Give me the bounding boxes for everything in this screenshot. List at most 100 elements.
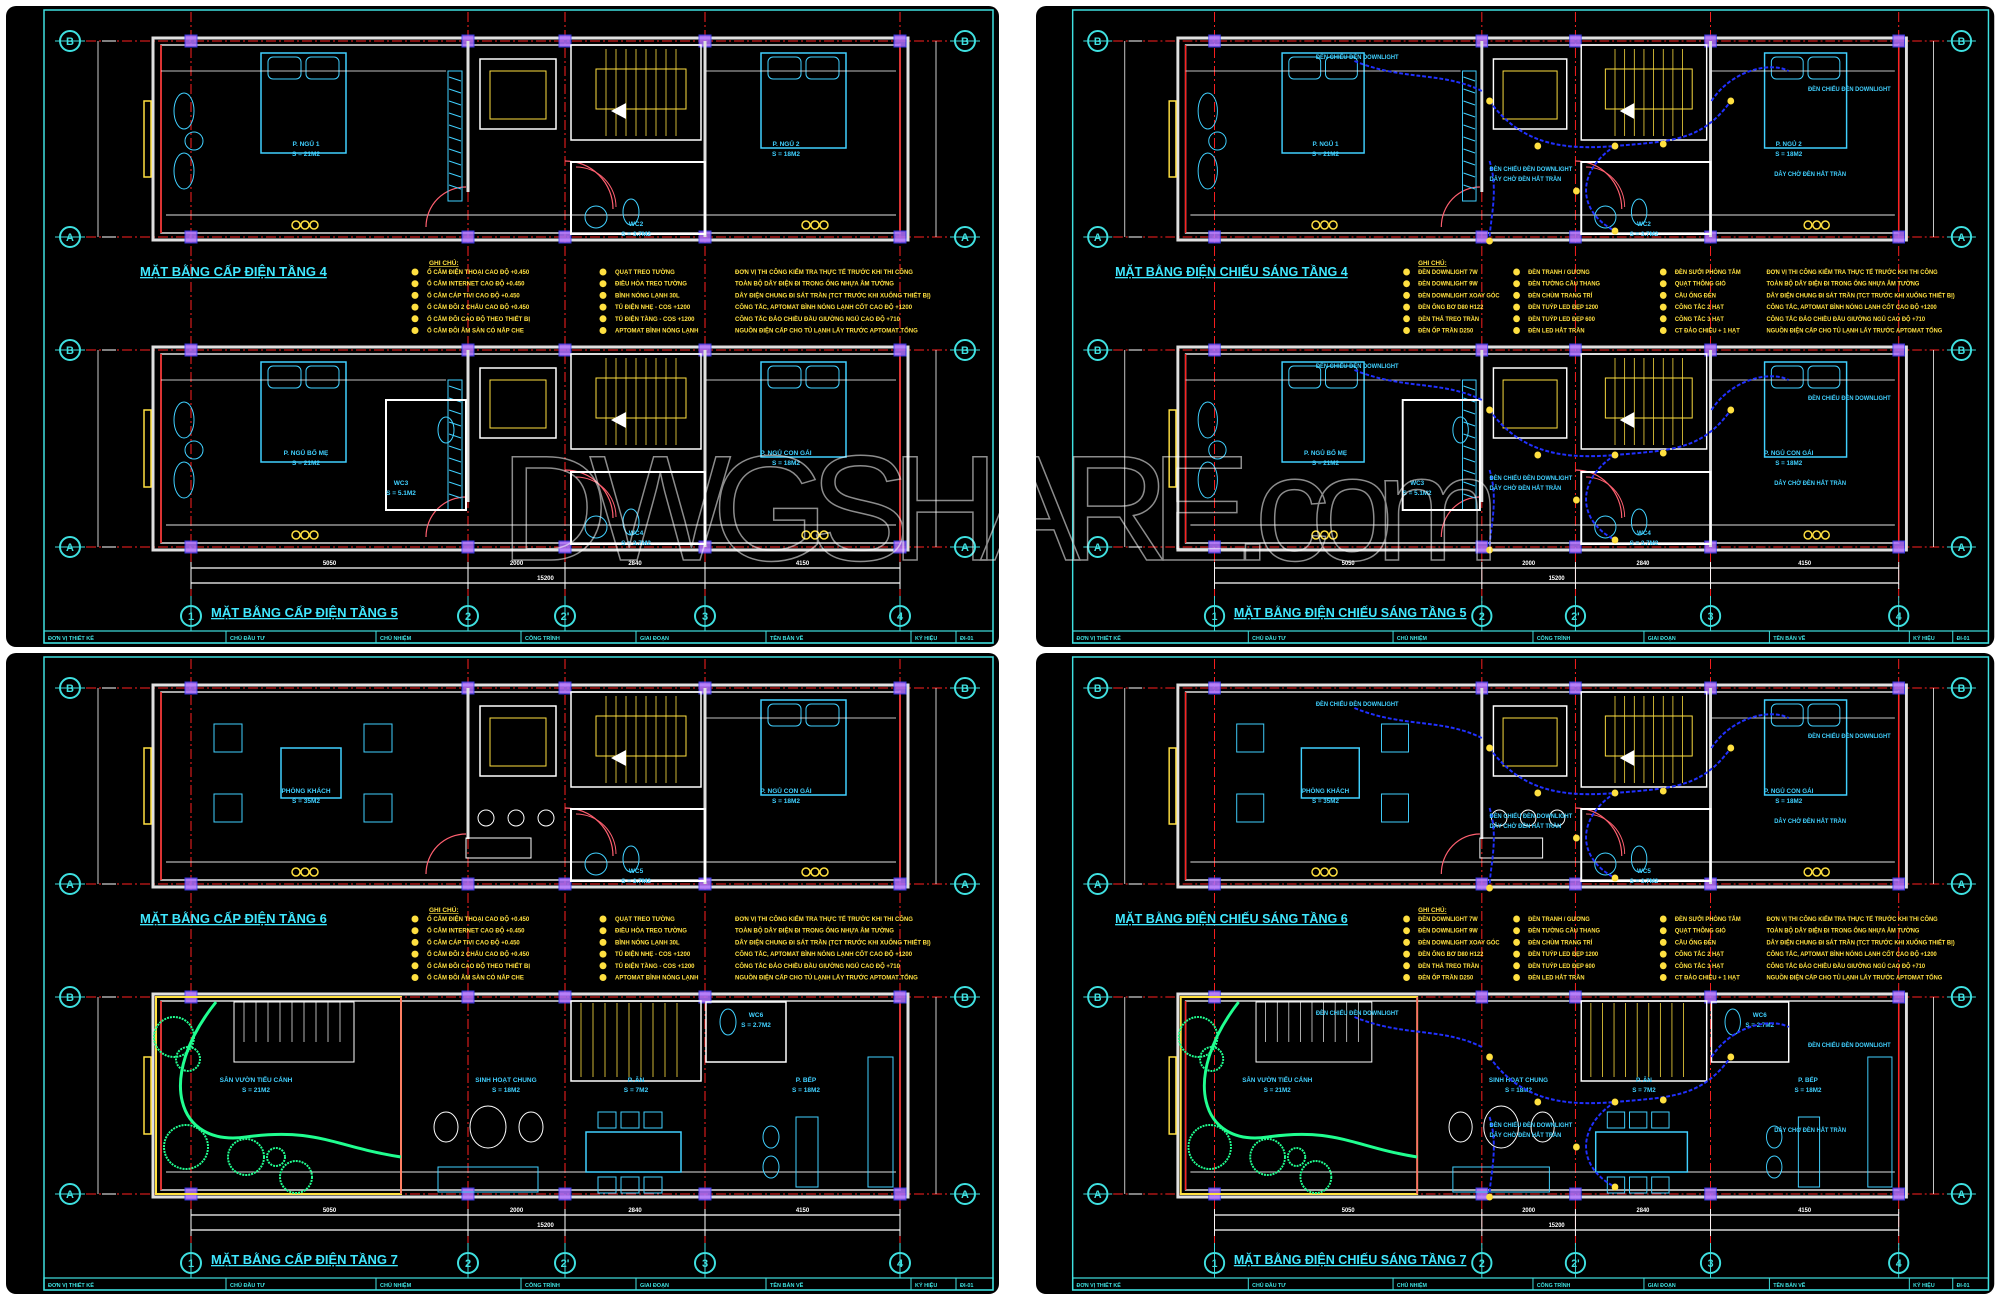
plant — [279, 1160, 313, 1194]
grid-bubble-label: B — [961, 345, 969, 357]
grid-bubble-label: A — [1958, 1189, 1966, 1201]
structural-column — [1892, 990, 1905, 1004]
legend-item: ĐÈN ỐP TRẦN D250 — [1418, 326, 1474, 334]
device-legend-icon — [599, 280, 607, 288]
socket-symbol-icon — [810, 530, 820, 540]
grid-bubble-label: 2 — [1479, 1258, 1485, 1270]
wiring-note: ĐÈN CHIẾU ĐÈN DOWNLIGHT — [1808, 85, 1891, 93]
title-block-cell: ĐI-01 — [960, 1283, 973, 1289]
structural-column — [184, 877, 198, 891]
stair-landing — [595, 377, 687, 419]
legend-item: ĐÈN TRANH / GƯƠNG — [1528, 915, 1590, 923]
dining-chair — [1606, 1176, 1626, 1194]
armchair — [173, 401, 195, 439]
window — [1168, 100, 1177, 178]
legend-item: ĐIỀU HÒA TREO TƯỜNG — [615, 280, 687, 288]
wiring-note: ĐÈN CHIẾU ĐÈN DOWNLIGHT — [1808, 1041, 1891, 1049]
round-stool — [1490, 809, 1508, 827]
legend-item: ĐÈN DOWNLIGHT 7W — [1418, 915, 1478, 923]
washbasin — [1594, 852, 1617, 876]
legend-item: Ổ CẮM CÁP TIVI CAO ĐỘ +0.450 — [427, 291, 520, 299]
legend-item: ĐÈN DOWNLIGHT 9W — [1418, 280, 1478, 288]
downlight-icon — [1611, 142, 1619, 150]
downlight-icon — [1486, 406, 1493, 414]
wardrobe-hanger — [448, 481, 462, 487]
legend-note: CÔNG TẮC, APTOMAT BÌNH NÓNG LẠNH CỐT CAO… — [735, 950, 913, 958]
legend-item: TỦ ĐIỆN TẦNG - COS +1200 — [615, 315, 695, 323]
legend-item: CẦU ỐNG ĐÈN — [1675, 938, 1716, 946]
downlight-icon — [1611, 227, 1619, 235]
room-name: WC4 — [1637, 530, 1651, 537]
room-area: S = 3.7M2 — [1630, 231, 1659, 238]
grid-bubble-label: B — [1958, 36, 1966, 48]
staircase — [1580, 691, 1708, 788]
room-name: P. NGỦ BỐ MẸ — [1304, 447, 1347, 457]
structural-column — [461, 877, 475, 891]
legend-item: Ổ CẮM ĐÔI ÂM SÀN CÓ NẮP CHE — [427, 327, 524, 335]
grid-bubble-label: A — [1958, 542, 1966, 554]
dimension-value: 4150 — [1798, 1208, 1812, 1214]
legend-item: Ổ CẮM CÁP TIVI CAO ĐỘ +0.450 — [427, 938, 520, 946]
legend-note: NGUỒN ĐIỆN CẤP CHO TỦ LẠNH LẤY TRƯỚC APT… — [735, 974, 918, 982]
wardrobe-hanger — [1463, 385, 1476, 391]
wardrobe-hanger — [448, 76, 462, 82]
legend-item: ĐÈN SƯỞI PHÒNG TẮM — [1675, 268, 1741, 276]
legend-header: GHI CHÚ: — [429, 258, 459, 267]
wiring-path — [1585, 454, 1616, 541]
structural-column — [1569, 34, 1582, 48]
downlight-icon — [1486, 546, 1493, 554]
downlight-icon — [1611, 1183, 1619, 1191]
legend-note: DÂY ĐIỆN CHUNG ĐI SÁT TRẦN (TCT TRƯỚC KH… — [735, 291, 931, 299]
armchair — [363, 793, 393, 823]
stair-landing — [1604, 68, 1693, 110]
stair-arrow-icon — [1619, 103, 1635, 119]
grid-bubble-label: A — [1094, 542, 1102, 554]
legend-item: ĐÈN DOWNLIGHT 9W — [1418, 927, 1478, 935]
legend-item: ĐÈN DOWNLIGHT XOAY GÓC — [1418, 291, 1500, 299]
wiring-note: ĐÈN CHIẾU ĐÈN DOWNLIGHT — [1316, 1009, 1399, 1017]
light-legend-icon — [1659, 950, 1667, 958]
wc-walls — [1580, 471, 1712, 545]
legend-item: ĐÈN DOWNLIGHT 7W — [1418, 268, 1478, 276]
title-block-cell: KÝ HIỆU — [1913, 634, 1935, 642]
wardrobe-hanger — [1463, 481, 1476, 487]
socket-symbol-icon — [1812, 867, 1822, 877]
bar-stool — [762, 1125, 780, 1149]
bed — [1281, 52, 1365, 154]
stair-arrow-icon — [611, 750, 626, 766]
armchair — [173, 461, 195, 499]
title-block-cell: GIAI ĐOẠN — [1648, 636, 1676, 642]
door-swing — [1440, 833, 1480, 875]
legend-header: GHI CHÚ: — [1418, 258, 1447, 267]
armchair — [1380, 723, 1409, 753]
downlight-icon — [1573, 496, 1580, 504]
elevator-shaft — [1492, 58, 1568, 130]
wiring-path — [1488, 160, 1495, 242]
structural-column — [893, 877, 907, 891]
downlight-icon — [1534, 1098, 1542, 1106]
room-area: S = 35M2 — [1312, 798, 1339, 805]
wc-walls — [705, 1001, 787, 1063]
armchair — [1236, 793, 1265, 823]
wiring-note: DÂY CHỜ ĐÈN HẮT TRẦN — [1774, 479, 1846, 487]
downlight-icon — [1611, 1098, 1619, 1106]
wardrobe-hanger — [1463, 88, 1476, 94]
room-area: S = 18M2 — [772, 151, 800, 158]
legend-item: CÔNG TẮC 2 HẠT — [1675, 950, 1724, 958]
toilet — [622, 845, 640, 873]
room-area: S = 18M2 — [492, 1087, 520, 1094]
grid-bubble-label: A — [1094, 232, 1102, 244]
dining-table — [1594, 1131, 1689, 1173]
window — [143, 1056, 152, 1135]
downlight-icon — [1486, 97, 1493, 105]
room-area: S = 3.7M2 — [1630, 540, 1659, 547]
plan-title: MẶT BẰNG ĐIỆN CHIẾU SÁNG TẦNG 4 — [1115, 264, 1349, 279]
title-block-cell: ĐI-01 — [1957, 636, 1970, 642]
light-legend-icon — [1659, 268, 1667, 276]
light-legend-icon — [1513, 950, 1520, 958]
